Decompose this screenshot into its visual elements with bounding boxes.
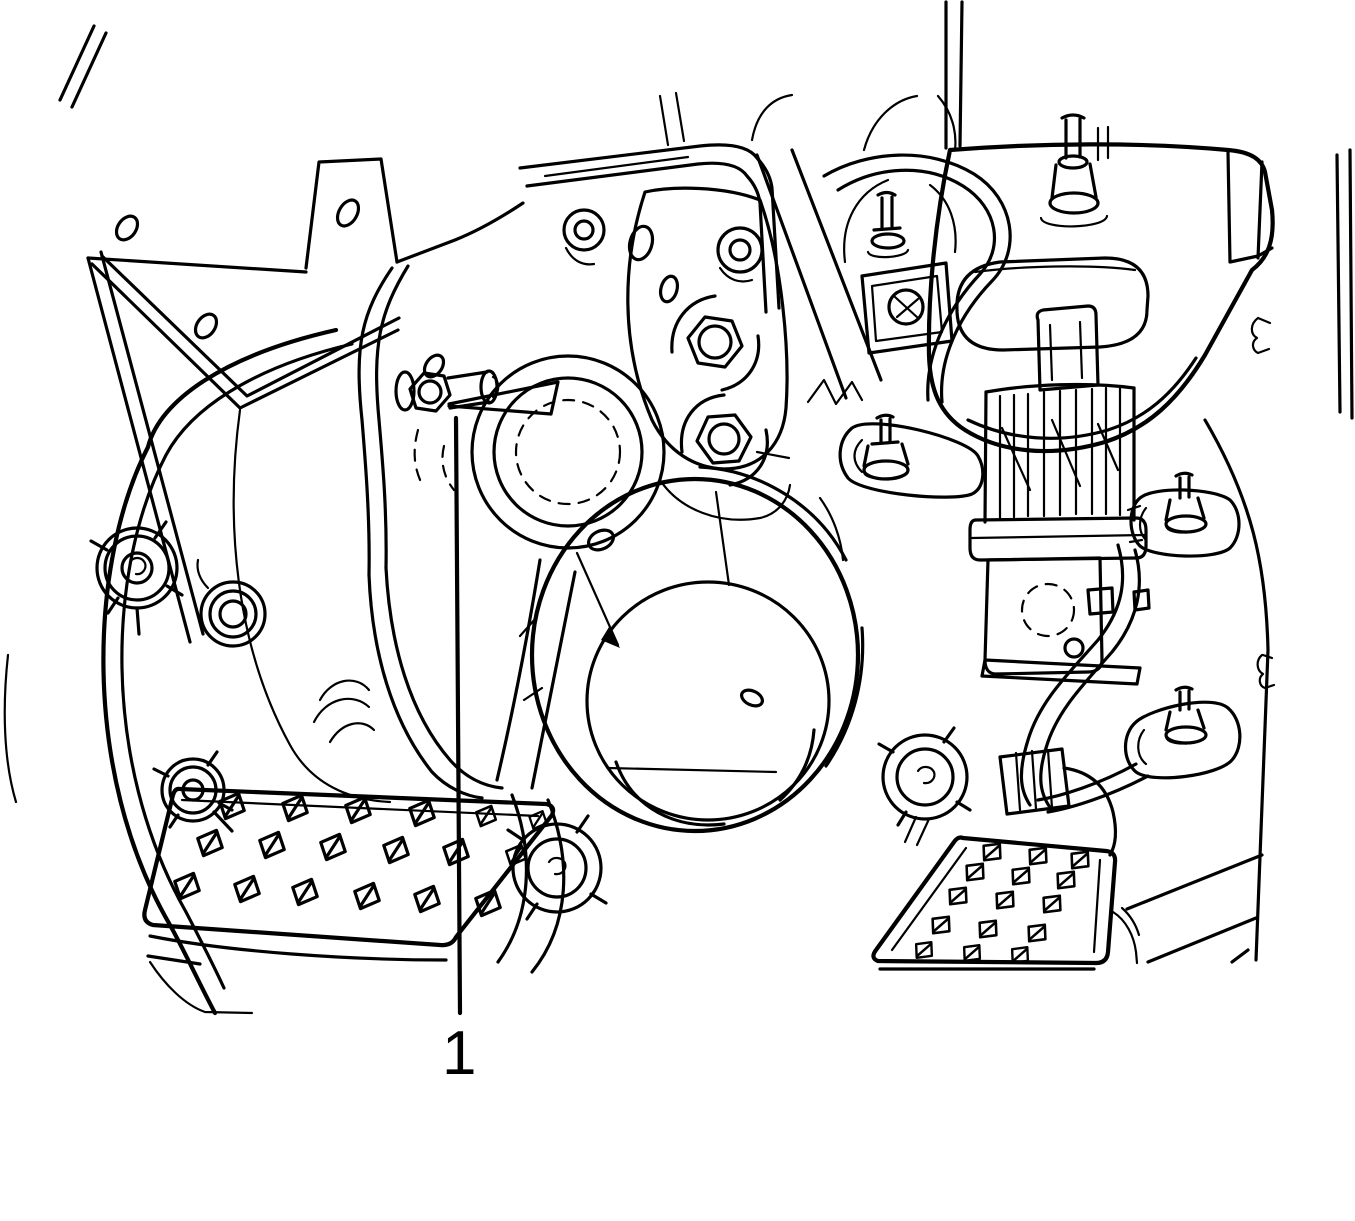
pedal-pivot-bolt [357,264,560,577]
plate-bolt-icon [89,520,184,636]
steering-column-opening [518,450,865,834]
pivot-hex-icon [408,371,452,413]
mounting-stud-icon [1164,471,1208,534]
accelerator-pedal-arm [877,543,1141,857]
clip-icon [1250,316,1272,355]
mounting-stud-icon [862,413,910,481]
stadium-slot [955,256,1150,352]
flange-nut-icon [679,393,769,487]
mounting-studs [838,413,1242,814]
pedal-treads [172,791,549,918]
firewall-panel [58,24,525,644]
bracket-bolt-icon [716,226,764,283]
dash-brace [822,0,1012,404]
mounting-stud-icon [1039,113,1110,228]
arm-bushing-icon [877,726,972,847]
booster-front-rings [470,354,666,552]
callout-label: 1 [442,1019,476,1088]
bracket-stud-icon [843,178,957,264]
trim-panel-edges [1125,148,1354,964]
accelerator-pedal-position-sensor [968,304,1151,686]
bracket-bolt-icon [562,208,606,266]
mounting-stud-icon [1164,685,1208,745]
brake-booster-mounting-plate [3,327,354,1016]
brake-pedal-pad [142,786,556,1015]
plate-washer-icon [196,558,267,648]
flange-nut-icon [670,294,761,392]
clip-icon [1256,653,1276,690]
callout-1: 1 [442,415,476,1088]
accelerator-pedal-pad [871,835,1141,971]
accelerator-pedal-bracket [926,113,1275,454]
callout-leader-line [453,415,463,1016]
pointer-wedge [447,380,560,416]
brake-pedal-arm [232,408,608,974]
